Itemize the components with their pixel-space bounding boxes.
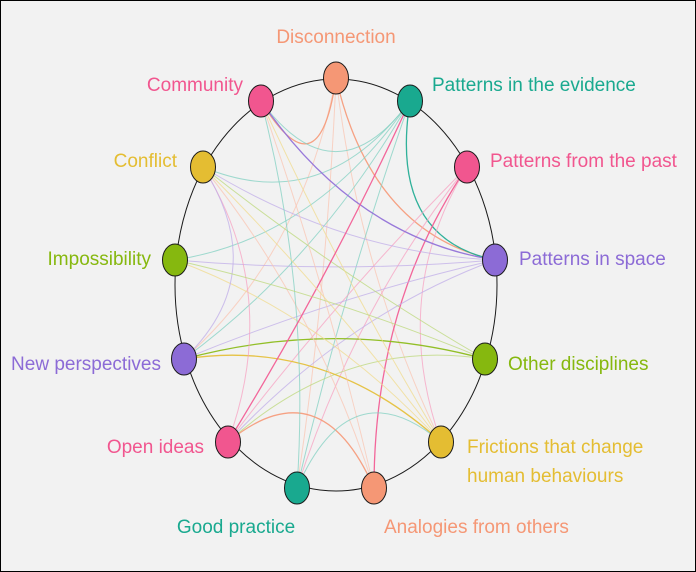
link-patterns-past-good-practice (296, 166, 468, 489)
link-patterns-space-new-perspectives (183, 259, 496, 360)
link-analogies-community (260, 100, 375, 489)
link-patterns-evidence-community (260, 100, 411, 152)
link-other-disciplines-conflict (202, 166, 486, 360)
label-patterns-space: Patterns in space (519, 249, 666, 270)
node-analogies[interactable] (361, 471, 387, 505)
node-open-ideas[interactable] (215, 425, 241, 459)
node-patterns-evidence[interactable] (397, 84, 423, 118)
label-impossibility: Impossibility (48, 249, 152, 270)
link-other-disciplines-open-ideas (227, 354, 486, 443)
link-patterns-space-conflict (202, 166, 496, 261)
link-new-perspectives-conflict (183, 166, 234, 360)
label-conflict: Conflict (114, 151, 178, 172)
node-community[interactable] (248, 84, 274, 118)
node-conflict[interactable] (190, 150, 216, 184)
link-other-disciplines-new-perspectives (183, 338, 486, 360)
link-analogies-open-ideas (227, 412, 375, 489)
link-patterns-evidence-conflict (202, 100, 411, 183)
label-other-disciplines: Other disciplines (508, 354, 648, 375)
link-patterns-past-analogies (373, 166, 468, 489)
link-disconnection-good-practice (296, 77, 337, 489)
node-impossibility[interactable] (162, 243, 188, 277)
label-good-practice: Good practice (177, 517, 295, 538)
link-patterns-evidence-good-practice (296, 100, 411, 489)
link-disconnection-community (260, 77, 337, 145)
node-good-practice[interactable] (284, 471, 310, 505)
label-patterns-evidence: Patterns in the evidence (432, 75, 636, 96)
nodes-group (162, 61, 508, 505)
link-open-ideas-patterns-evidence (227, 100, 411, 443)
label-frictions-line-2: human behaviours (467, 466, 623, 487)
node-disconnection[interactable] (323, 61, 349, 95)
node-patterns-space[interactable] (482, 243, 508, 277)
label-analogies: Analogies from others (384, 517, 569, 538)
link-frictions-community (260, 100, 442, 443)
link-disconnection-new-perspectives (183, 77, 337, 360)
link-frictions-new-perspectives (183, 354, 442, 443)
label-new-perspectives: New perspectives (11, 354, 161, 375)
link-patterns-past-frictions (419, 166, 468, 443)
label-frictions: Frictions that change human behaviours (467, 437, 643, 487)
label-open-ideas: Open ideas (107, 437, 204, 458)
label-frictions-line-1: Frictions that change (467, 437, 643, 458)
links-group (174, 77, 496, 489)
link-frictions-impossibility (174, 259, 442, 443)
link-impossibility-other-disciplines (174, 259, 486, 360)
link-patterns-past-open-ideas (227, 166, 468, 443)
link-patterns-space-impossibility (174, 259, 496, 268)
label-patterns-past: Patterns from the past (490, 151, 678, 172)
link-patterns-space-community (260, 100, 496, 261)
label-community: Community (147, 75, 244, 96)
node-patterns-past[interactable] (454, 150, 480, 184)
link-good-practice-community (260, 100, 301, 489)
link-disconnection-frictions (335, 77, 442, 443)
node-other-disciplines[interactable] (472, 342, 498, 376)
node-frictions[interactable] (428, 425, 454, 459)
node-new-perspectives[interactable] (171, 342, 197, 376)
link-patterns-evidence-patterns-space (405, 100, 496, 261)
label-disconnection: Disconnection (276, 27, 395, 48)
link-patterns-evidence-impossibility (174, 100, 411, 261)
link-conflict-frictions (202, 166, 442, 443)
link-good-practice-frictions (296, 412, 442, 489)
